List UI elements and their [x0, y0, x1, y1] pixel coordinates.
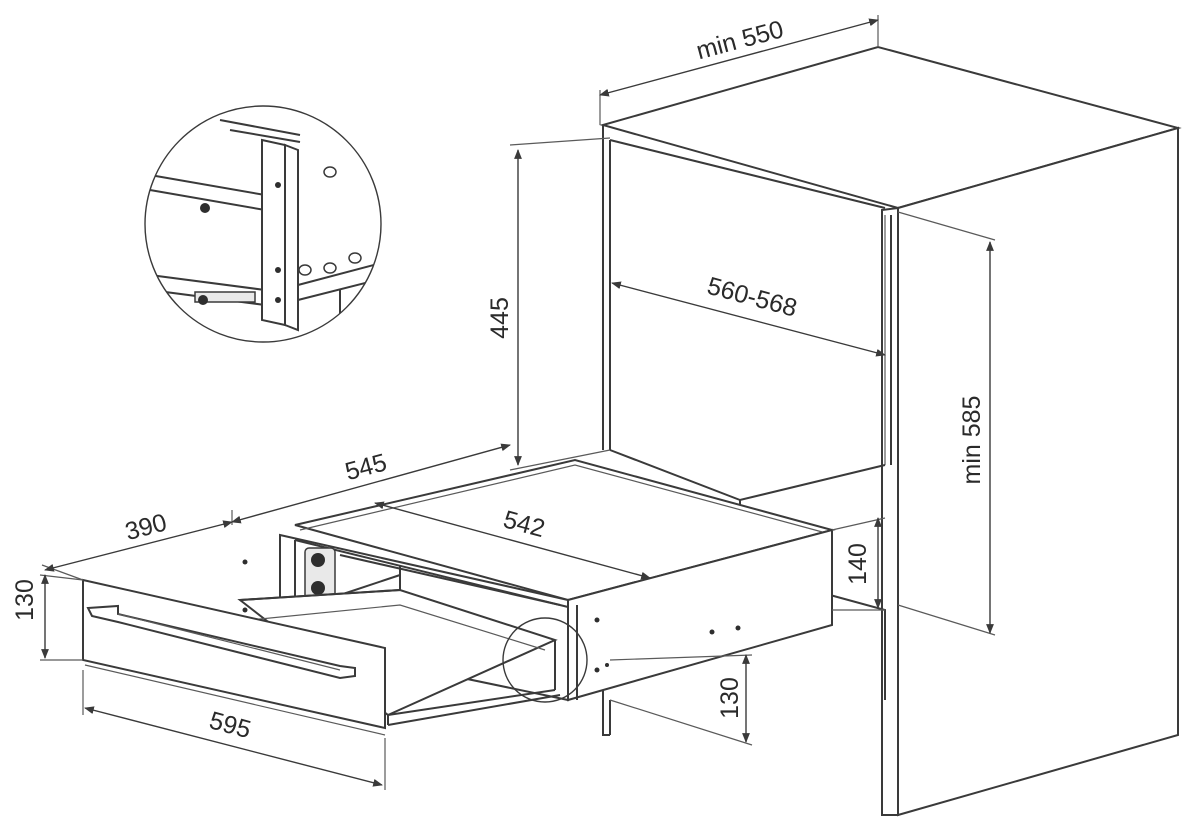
warming-drawer	[82, 458, 836, 736]
dim-niche-width: 560-568	[704, 272, 800, 323]
dim-niche-height: 445	[486, 297, 514, 339]
dim-appliance-height: 140	[844, 543, 872, 585]
dim-cabinet-height: min 585	[958, 396, 986, 485]
rail-detail-inset	[144, 105, 382, 343]
dim-drawer-height: 130	[716, 677, 744, 719]
dim-front-width: 595	[206, 706, 254, 744]
dimension-lines	[39, 15, 996, 790]
dim-front-height: 130	[11, 579, 39, 621]
cabinet	[599, 45, 1182, 817]
